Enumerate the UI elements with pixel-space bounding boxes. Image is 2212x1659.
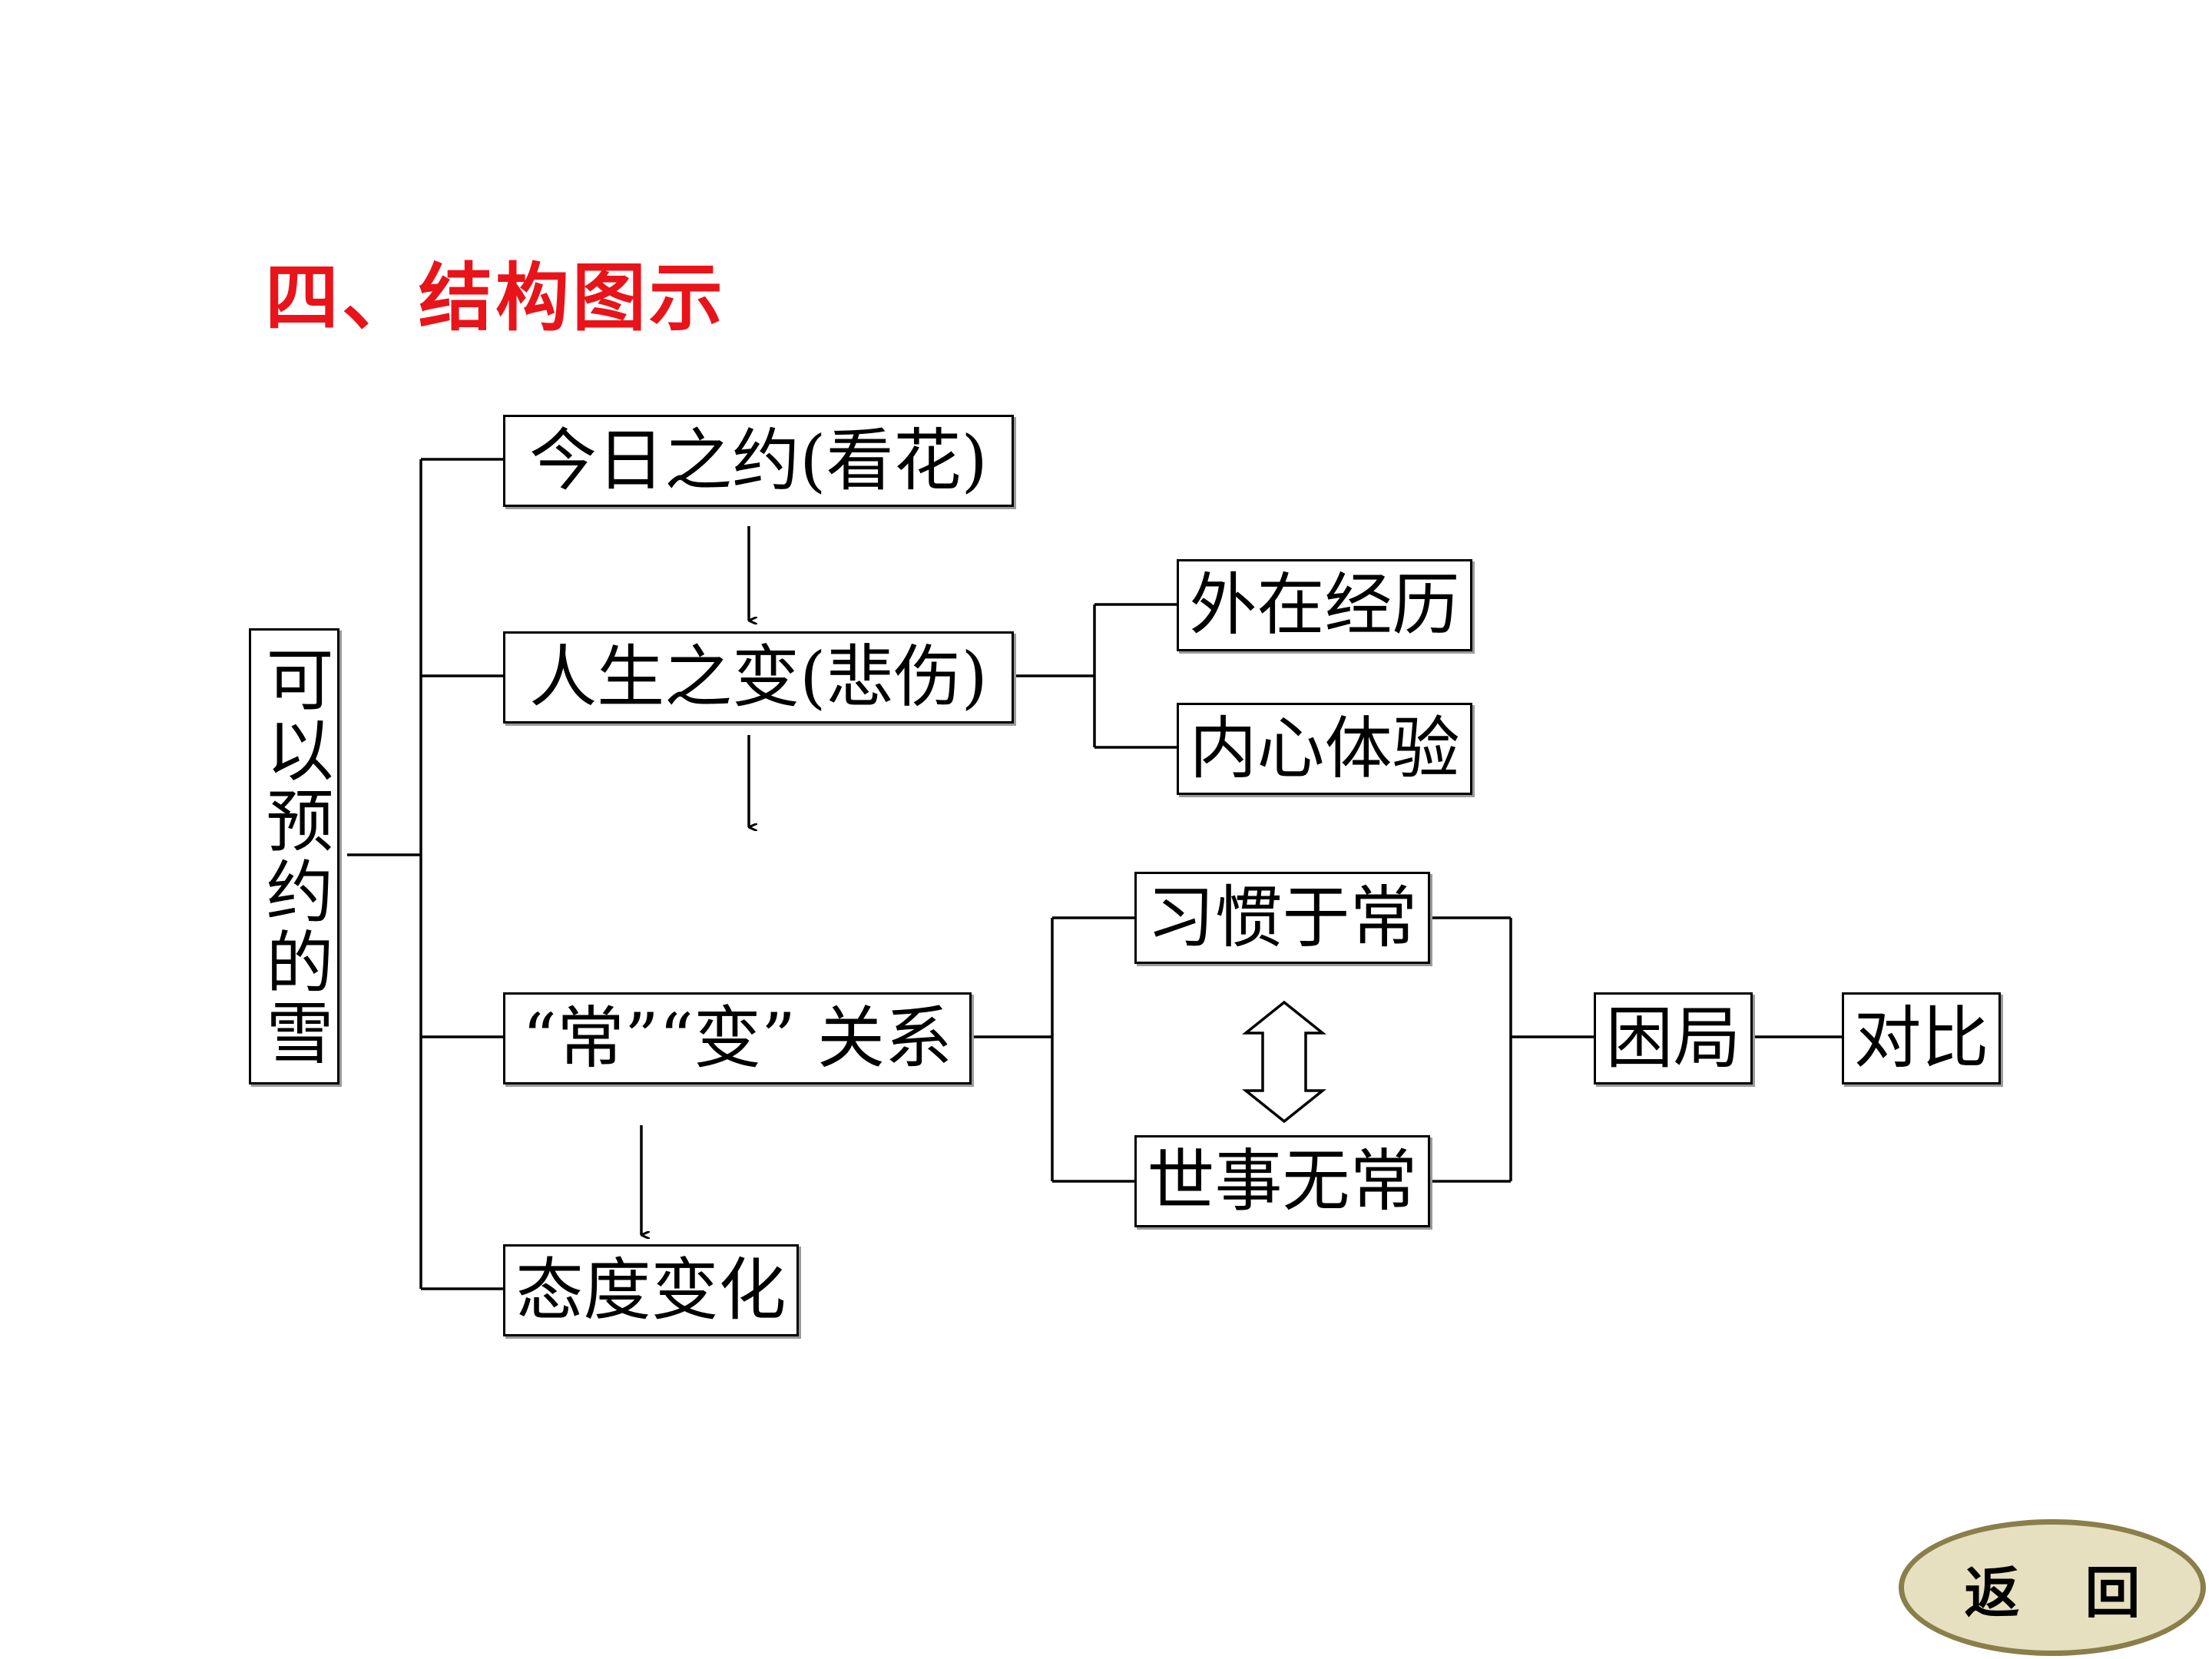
branch-label-3: “常”“变” 关系 xyxy=(522,998,952,1078)
result-box: 困局 xyxy=(1594,992,1753,1084)
sub-label-impermanence: 世事无常 xyxy=(1147,1141,1418,1220)
root-label: 可以预约的雪 xyxy=(255,644,334,1068)
slide-title: 四、结构图示 xyxy=(265,254,726,341)
result-label: 困局 xyxy=(1605,998,1741,1078)
back-button[interactable]: 返 回 xyxy=(1899,1519,2206,1656)
branch-label-2: 人生之变(悲伤) xyxy=(529,637,988,717)
sub-box-habit: 习惯于常 xyxy=(1134,872,1430,964)
sub-label-internal: 内心体验 xyxy=(1189,709,1460,788)
branch-label-4: 态度变化 xyxy=(515,1250,786,1330)
contrast-label: 对比 xyxy=(1853,998,1989,1078)
branch-box-2: 人生之变(悲伤) xyxy=(503,631,1014,724)
sub-label-habit: 习惯于常 xyxy=(1147,878,1418,957)
back-button-label: 返 回 xyxy=(1964,1559,2164,1625)
root-box: 可以预约的雪 xyxy=(249,628,339,1084)
double-arrow-icon xyxy=(1242,1000,1326,1124)
branch-box-4: 态度变化 xyxy=(503,1244,799,1336)
branch-label-1: 今日之约(看花) xyxy=(529,421,988,500)
sub-box-external: 外在经历 xyxy=(1177,559,1472,651)
sub-label-external: 外在经历 xyxy=(1189,565,1460,644)
branch-box-3: “常”“变” 关系 xyxy=(503,992,972,1084)
sub-box-internal: 内心体验 xyxy=(1177,703,1472,795)
sub-box-impermanence: 世事无常 xyxy=(1134,1135,1430,1227)
branch-box-1: 今日之约(看花) xyxy=(503,415,1014,507)
contrast-box: 对比 xyxy=(1842,992,2001,1084)
